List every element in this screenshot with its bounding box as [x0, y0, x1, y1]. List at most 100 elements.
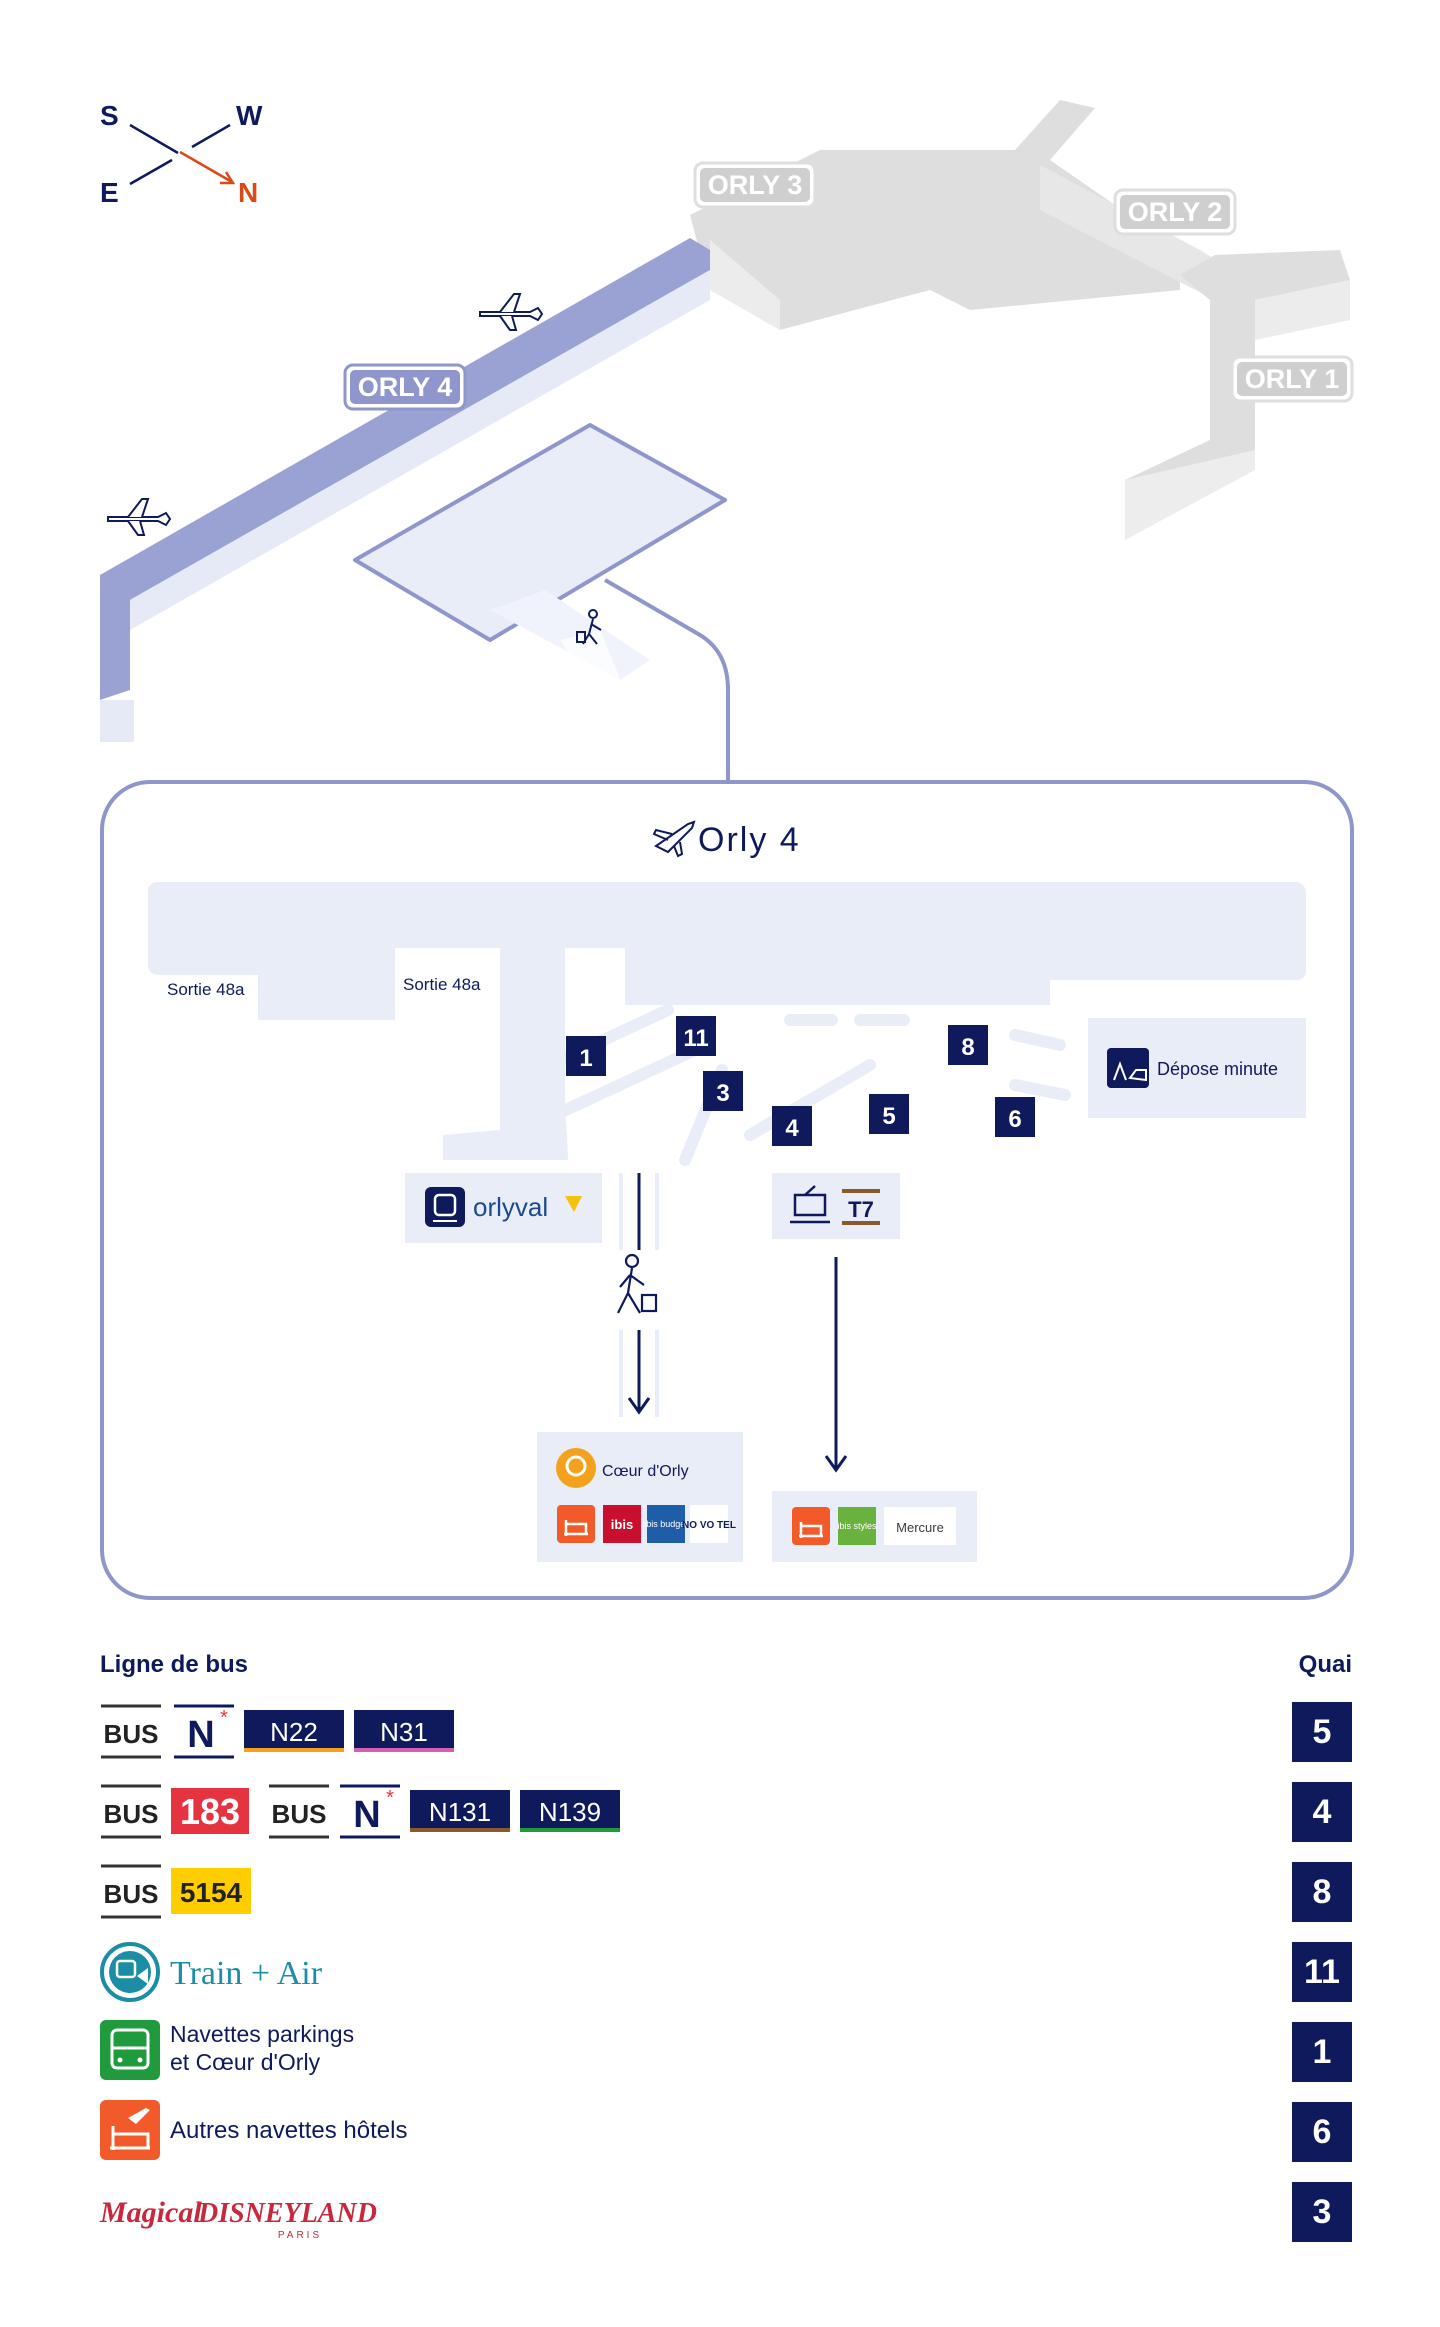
ibis-budget-logo: [647, 1505, 685, 1543]
quai-badge-1: 1: [1292, 2022, 1352, 2082]
zoom-connector: [603, 578, 730, 780]
orly-4-pier-top: [100, 238, 710, 700]
legend-header-lines: Ligne de bus: [100, 1651, 248, 1678]
line-badge-n22: N22: [244, 1710, 344, 1752]
pedestrian-icon: [617, 1253, 658, 1314]
parking-shuttles-label-2: et Cœur d'Orly: [170, 2049, 321, 2075]
stop-marker-11: 11: [676, 1016, 716, 1056]
svg-text:4: 4: [1313, 1793, 1332, 1831]
novotel-logo: [690, 1505, 728, 1543]
ibis-logo: [603, 1505, 641, 1543]
airplane-icon: [479, 293, 544, 331]
svg-text:DISNEYLAND: DISNEYLAND: [197, 2198, 377, 2229]
quai-badge-3: 3: [1292, 2182, 1352, 2242]
svg-text:5: 5: [1313, 1713, 1332, 1751]
line-badge-5154: 5154: [171, 1868, 251, 1914]
walkway: [490, 590, 650, 680]
svg-text:8: 8: [1313, 1873, 1332, 1911]
quai-badge-4: 4: [1292, 1782, 1352, 1842]
orly-1-arm: [1255, 280, 1350, 340]
orly-4-label: ORLY 4: [343, 363, 467, 411]
line-badge-183: 183: [171, 1788, 249, 1834]
svg-text:*: *: [220, 1707, 228, 1729]
orly-4-detail-panel: Orly 4 Sortie 48a Sortie 48a 1 11 3: [100, 780, 1354, 1600]
walkway-light: [560, 630, 625, 690]
legend-row-parking-shuttles: Navettes parkings et Cœur d'Orly 1: [100, 2020, 1352, 2082]
orly-1-building-side: [1125, 450, 1255, 540]
svg-text:ORLY 4: ORLY 4: [358, 372, 453, 402]
pedestrian-icon: [576, 609, 602, 645]
svg-text:5154: 5154: [180, 1877, 243, 1908]
compass-west: W: [236, 100, 263, 131]
svg-text:4: 4: [785, 1115, 799, 1142]
svg-text:ORLY 1: ORLY 1: [1245, 364, 1340, 394]
mercure-logo: [884, 1507, 956, 1545]
svg-text:11: 11: [683, 1025, 708, 1052]
svg-text:N: N: [187, 1714, 214, 1756]
orly-1-label: ORLY 1: [1230, 355, 1354, 403]
svg-text:PARIS: PARIS: [278, 2230, 322, 2241]
svg-text:N139: N139: [539, 1797, 601, 1827]
orly-3-label: ORLY 3: [693, 161, 817, 209]
stop-marker-6: 6: [995, 1097, 1035, 1137]
svg-text:N22: N22: [270, 1717, 318, 1747]
svg-text:N131: N131: [429, 1797, 491, 1827]
magical-disneyland-logo: Magical DISNEYLAND PARIS: [99, 2196, 377, 2241]
stop-marker-5: 5: [869, 1094, 909, 1134]
orly-4-plaza: [353, 423, 727, 642]
svg-text:5: 5: [882, 1103, 895, 1130]
noctilien-badge: N *: [340, 1784, 400, 1839]
quai-badge-8: 8: [1292, 1862, 1352, 1922]
svg-text:3: 3: [1313, 2193, 1332, 2231]
legend-row-train-air: Train + Air 11: [100, 1942, 1352, 2002]
noctilien-badge: N *: [174, 1704, 234, 1759]
detail-title: Orly 4: [698, 821, 801, 859]
legend-row-noctilien-n22-n31: BUS N * N22 N31 5: [101, 1702, 1352, 1762]
exit-48a-right: Sortie 48a: [403, 975, 481, 994]
airplane-icon: [652, 820, 696, 858]
orly-3-building: [690, 100, 1180, 330]
ibis-styles-logo: [838, 1507, 876, 1545]
legend-row-5154: BUS 5154 8: [101, 1862, 1352, 1922]
svg-text:Magical: Magical: [99, 2196, 202, 2229]
quai-badge-11: 11: [1292, 1942, 1352, 2002]
orly-4-pier-side: [130, 270, 710, 630]
svg-text:ORLY 2: ORLY 2: [1128, 197, 1223, 227]
compass-east: E: [100, 177, 119, 208]
svg-text:8: 8: [961, 1034, 974, 1061]
line-badge-n139: N139: [520, 1790, 620, 1832]
svg-text:Mercure: Mercure: [896, 1520, 944, 1535]
quai-badge-5: 5: [1292, 1702, 1352, 1762]
svg-text:1: 1: [1313, 2033, 1332, 2071]
svg-text:ibis budget: ibis budget: [644, 1519, 688, 1529]
line-badge-n31: N31: [354, 1710, 454, 1752]
svg-text:ORLY 3: ORLY 3: [708, 170, 803, 200]
legend-header-quai: Quai: [1299, 1651, 1352, 1678]
svg-text:BUS: BUS: [104, 1879, 159, 1909]
stop-marker-1: 1: [566, 1036, 606, 1076]
legend-row-183-n131-n139: BUS 183 BUS N * N131: [101, 1782, 1352, 1842]
svg-text:*: *: [386, 1787, 394, 1809]
svg-text:BUS: BUS: [104, 1799, 159, 1829]
stop-marker-3: 3: [703, 1071, 743, 1111]
legend-row-hotel-shuttles: Autres navettes hôtels 6: [100, 2100, 1352, 2162]
train-air-label: Train + Air: [170, 1955, 323, 1992]
compass-north: N: [238, 177, 258, 208]
stop-marker-8: 8: [948, 1025, 988, 1065]
tram-line-label: T7: [848, 1197, 874, 1222]
tram-hotels-box: ibis styles Mercure: [772, 1491, 977, 1562]
walking-path: [605, 1173, 673, 1417]
orly-4-pier-end: [100, 700, 134, 742]
compass-rose: S W E N: [100, 100, 263, 208]
bus-badge: BUS: [101, 1784, 161, 1839]
bus-legend: Ligne de bus Quai BUS N * N22: [99, 1651, 1352, 2242]
drop-off-label: Dépose minute: [1157, 1059, 1278, 1079]
orly-2-label: ORLY 2: [1113, 188, 1237, 236]
svg-text:N: N: [353, 1794, 380, 1836]
bus-badge: BUS: [101, 1704, 161, 1759]
hotel-shuttle-icon: [100, 2100, 160, 2160]
svg-text:ibis: ibis: [611, 1517, 633, 1532]
shuttle-bus-icon: [100, 2020, 160, 2080]
legend-row-magical-disneyland: Magical DISNEYLAND PARIS 3: [99, 2182, 1352, 2242]
terminal-overview: ORLY 4 ORLY 3 ORLY 2 ORLY 1: [100, 100, 1354, 780]
